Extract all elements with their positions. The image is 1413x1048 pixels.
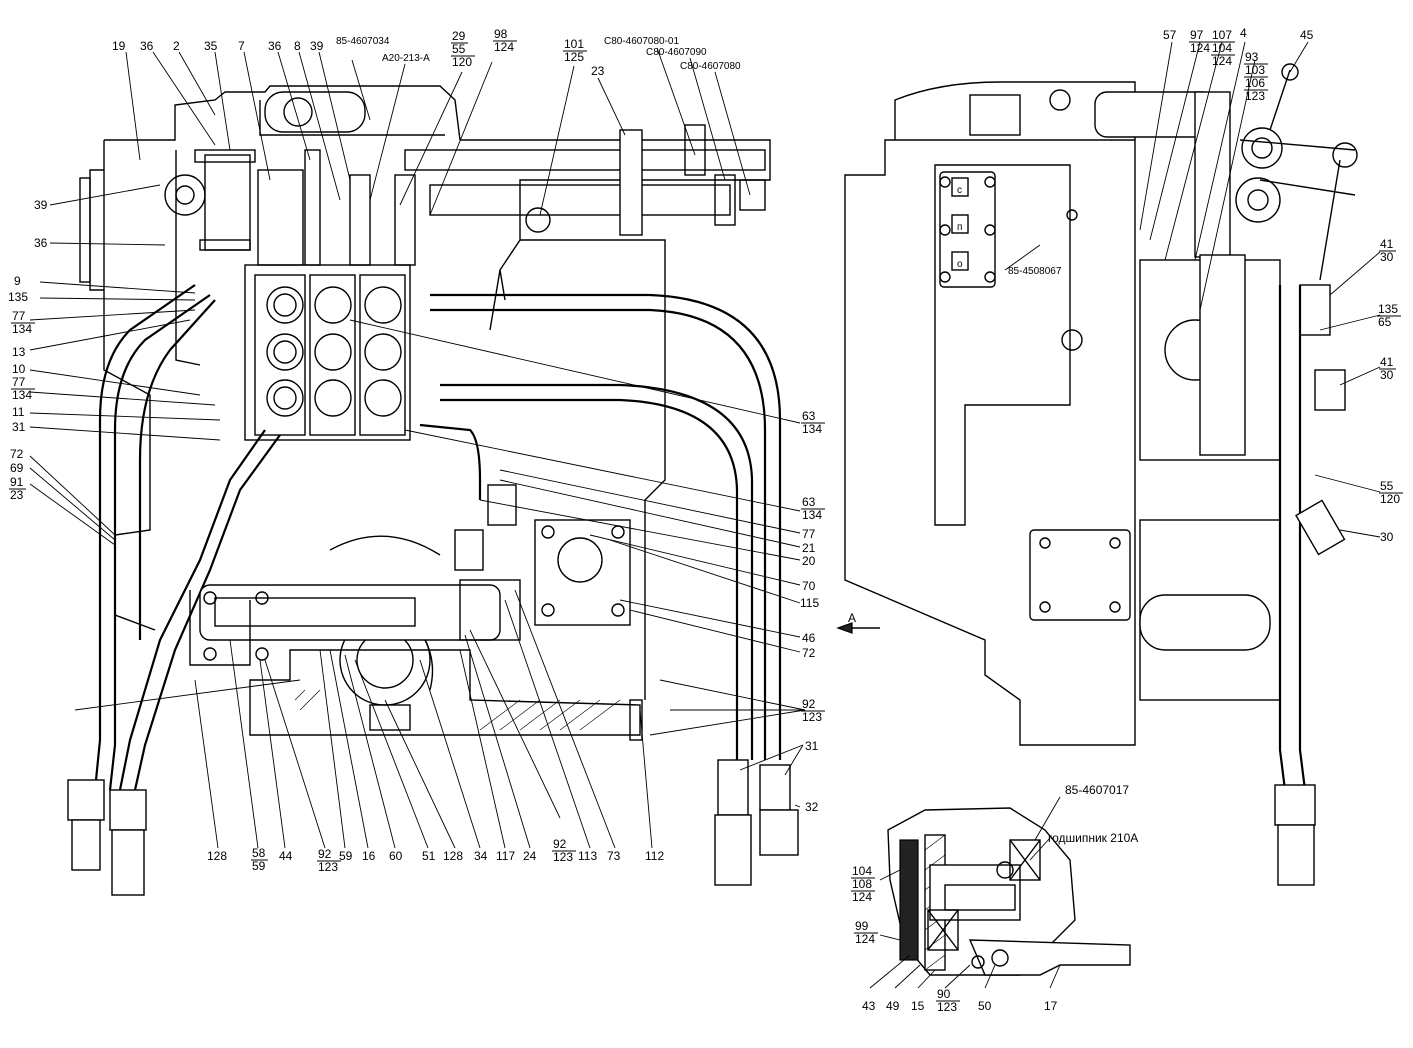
bearing-detail bbox=[887, 807, 1131, 976]
callout-31: 31 bbox=[12, 420, 26, 434]
callout-35: 35 bbox=[204, 39, 218, 53]
callout-17: 17 bbox=[1044, 999, 1058, 1013]
callout-8: 8 bbox=[294, 39, 301, 53]
callout-135: 135 bbox=[8, 290, 28, 304]
callout-117: 117 bbox=[496, 849, 515, 863]
callout-20: 20 bbox=[802, 554, 816, 568]
callout-9: 9 bbox=[14, 274, 21, 288]
callout-43: 43 bbox=[862, 999, 876, 1013]
leader-lines bbox=[29, 41, 1381, 989]
callout-39: 39 bbox=[34, 198, 48, 212]
callout-c80-4607090: С80-4607090 bbox=[646, 47, 707, 58]
callout-85-4607017: 85-4607017 bbox=[1065, 783, 1129, 797]
callout-bearing-210a: годшипник 210А bbox=[1048, 831, 1138, 845]
plate-letter-s: с bbox=[957, 185, 962, 196]
callout-c80-4607080-01: С80-4607080-01 bbox=[604, 36, 679, 47]
callout-c80-4607080: С80-4607080 bbox=[680, 61, 741, 72]
callout-7: 7 bbox=[238, 39, 245, 53]
plate-letter-p: п bbox=[957, 222, 962, 233]
callout-45: 45 bbox=[1300, 28, 1314, 42]
callout-85-4607034: 85-4607034 bbox=[336, 36, 390, 47]
callout-30: 30 bbox=[1380, 530, 1394, 544]
callout-2: 2 bbox=[173, 39, 180, 53]
callout-39: 39 bbox=[310, 39, 324, 53]
callout-24: 24 bbox=[523, 849, 537, 863]
callout-112: 112 bbox=[645, 849, 664, 863]
callout-128: 128 bbox=[443, 849, 463, 863]
left-view-assembly bbox=[67, 85, 880, 896]
callout-11: 11 bbox=[12, 405, 25, 419]
callout-60: 60 bbox=[389, 849, 403, 863]
callout-19: 19 bbox=[112, 39, 126, 53]
callout-4: 4 bbox=[1240, 26, 1247, 40]
callout-46: 46 bbox=[802, 631, 816, 645]
callout-50: 50 bbox=[978, 999, 992, 1013]
view-arrow-a-label: А bbox=[848, 611, 856, 625]
callout-16: 16 bbox=[362, 849, 376, 863]
callout-10: 10 bbox=[12, 362, 26, 376]
callout-59: 59 bbox=[339, 849, 353, 863]
callout-128: 128 bbox=[207, 849, 227, 863]
callout-13: 13 bbox=[12, 345, 26, 359]
callout-115: 115 bbox=[800, 596, 819, 610]
callout-34: 34 bbox=[474, 849, 488, 863]
callout-51: 51 bbox=[422, 849, 436, 863]
callout-31: 31 bbox=[805, 739, 819, 753]
callout-85-4508067: 85-4508067 bbox=[1008, 266, 1062, 277]
callout-23: 23 bbox=[591, 64, 605, 78]
callout-72: 72 bbox=[10, 447, 24, 461]
plate-letter-o: о bbox=[957, 259, 963, 270]
callout-15: 15 bbox=[911, 999, 925, 1013]
callout-69: 69 bbox=[10, 461, 24, 475]
callout-73: 73 bbox=[607, 849, 621, 863]
callout-36: 36 bbox=[268, 39, 282, 53]
callout-36: 36 bbox=[34, 236, 48, 250]
callout-21: 21 bbox=[802, 541, 816, 555]
callout-77: 77 bbox=[802, 527, 816, 541]
callout-70: 70 bbox=[802, 579, 816, 593]
callout-49: 49 bbox=[886, 999, 900, 1013]
right-view-assembly: с п о bbox=[844, 63, 1358, 886]
callout-113: 113 bbox=[578, 849, 597, 863]
callout-labels: 19 36 2 35 7 36 8 39 85-4607034 А20-213-… bbox=[8, 26, 1403, 1014]
callout-57: 57 bbox=[1163, 28, 1177, 42]
callout-44: 44 bbox=[279, 849, 293, 863]
callout-32: 32 bbox=[805, 800, 819, 814]
callout-72: 72 bbox=[802, 646, 816, 660]
callout-36: 36 bbox=[140, 39, 154, 53]
callout-a20-213-a: А20-213-А bbox=[382, 53, 430, 64]
